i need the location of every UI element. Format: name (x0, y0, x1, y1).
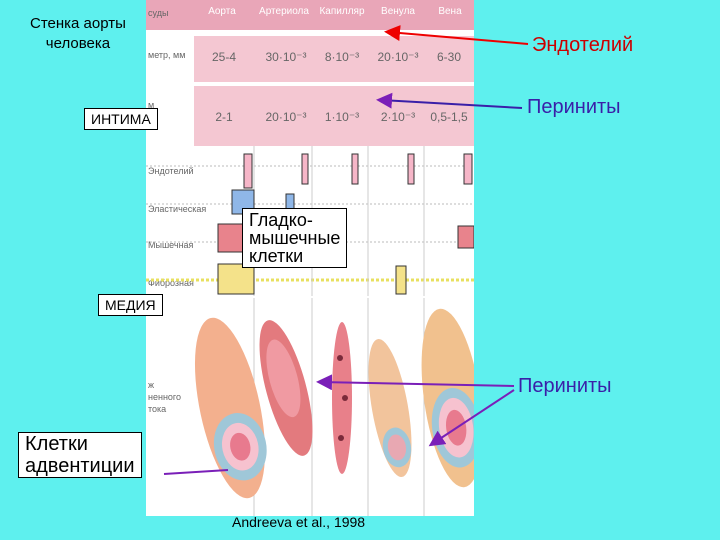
wall-thickness-row (194, 86, 474, 146)
row-label-wall: м (148, 100, 155, 110)
pericytes-bottom-arrow-1 (316, 374, 515, 391)
intima-label: ИНТИМА (84, 108, 158, 130)
column-header-arteriole: Артериола (259, 6, 309, 17)
wall-capillary: 1·10⁻³ (324, 110, 360, 124)
wall-vein: 0,5-1,5 (430, 110, 468, 124)
row-label-fibrous: Фиброзная (148, 278, 194, 288)
smooth-muscle-line2: мышечные (249, 228, 341, 248)
adventitia-side-label-1: ж (148, 380, 155, 390)
wall-aorta: 2-1 (215, 110, 233, 124)
wall-arteriole: 20·10⁻³ (265, 110, 307, 124)
row-label-diameter: метр, мм (148, 50, 186, 60)
adventitia-line2: адвентиции (25, 455, 135, 477)
pericytes-top-label: Периниты (527, 96, 621, 118)
wall-venule: 2·10⁻³ (380, 110, 416, 124)
column-header-aorta: Аорта (208, 6, 236, 17)
column-header-capillary: Капилляр (319, 6, 365, 17)
endothelium-label: Эндотелий (532, 34, 634, 56)
diameter-aorta: 25-4 (211, 50, 237, 64)
aorta-wall-title: Стенка аорты человека (30, 14, 126, 54)
pericytes-bottom-label: Периниты (518, 375, 612, 397)
figure-header-row (146, 0, 474, 30)
endothelium-arrow (384, 25, 529, 45)
smooth-muscle-line3: клетки (249, 246, 304, 266)
row-label-endothelium: Эндотелий (148, 166, 194, 176)
smooth-muscle-label: Гладко- мышечные клетки (242, 208, 348, 268)
column-header-venule: Венула (381, 6, 415, 17)
diameter-arteriole: 30·10⁻³ (265, 50, 307, 64)
adventitia-side-label-3: тока (148, 404, 167, 414)
aorta-wall-title-line1: Стенка аорты (30, 15, 126, 32)
diameter-vein: 6-30 (436, 50, 462, 64)
adventitia-side-label-2: ненного (148, 392, 182, 402)
pericytes-bottom-arrow-2 (428, 389, 515, 447)
diameter-row (194, 36, 474, 82)
column-header-vein: Вена (438, 6, 462, 17)
adventitia-line1: Клетки (25, 433, 88, 455)
media-label: МЕДИЯ (98, 294, 163, 316)
adventitia-arrow (163, 469, 229, 475)
diameter-venule: 20·10⁻³ (377, 50, 419, 64)
row-label-muscle: Мышечная (148, 240, 194, 250)
citation: Andreeva et al., 1998 (232, 514, 366, 530)
row-label-header: суды (148, 8, 169, 18)
vessel-comparison-figure: суды Аорта Артериола Капилляр Венула Вен… (146, 0, 474, 516)
pericytes-top-arrow (376, 92, 523, 109)
row-label-elastic: Эластическая (148, 204, 207, 214)
diameter-capillary: 8·10⁻³ (324, 50, 360, 64)
aorta-wall-title-line2: человека (45, 35, 111, 52)
smooth-muscle-line1: Гладко- (249, 210, 313, 230)
adventitia-cells-label: Клетки адвентиции (18, 432, 142, 478)
